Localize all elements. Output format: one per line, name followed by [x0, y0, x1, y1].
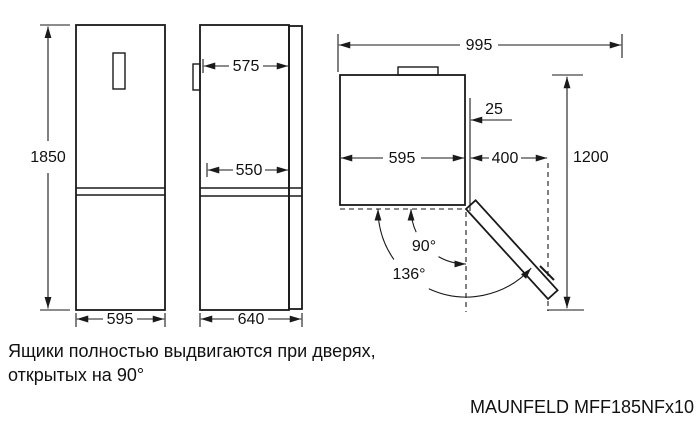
model-label: MAUNFELD MFF185NFx10 — [470, 397, 694, 417]
depth-1200-label: 1200 — [573, 149, 609, 166]
top-angle-136-dimension: 136° — [374, 208, 532, 298]
top-width-595-label: 595 — [389, 150, 416, 167]
overall-width-995-label: 995 — [466, 37, 493, 54]
caption: Ящики полностью выдвигаются при дверях, … — [8, 341, 376, 385]
door-swing-400-label: 400 — [492, 150, 519, 167]
top-cabinet-outline — [339, 74, 466, 206]
top-view-dashed-lines — [340, 163, 549, 312]
caption-line-2: открытых на 90° — [8, 365, 144, 385]
top-open-door — [464, 199, 559, 301]
top-view — [339, 66, 559, 301]
front-height-dimension: 1850 — [30, 24, 70, 311]
top-depth-1200-dimension: 1200 — [547, 74, 609, 311]
side-door-outline — [288, 25, 303, 310]
side-depth-575-label: 575 — [233, 58, 260, 75]
top-angle-90-dimension: 90° — [407, 208, 467, 268]
front-width-label: 595 — [107, 311, 134, 328]
front-cabinet-outline — [75, 24, 166, 311]
side-depth-640-dimension: 640 — [199, 311, 303, 328]
gap-25-label: 25 — [485, 101, 503, 118]
front-width-dimension: 595 — [75, 311, 166, 328]
side-depth-575-dimension: 575 — [202, 58, 289, 75]
top-width-595-dimension: 595 — [340, 150, 465, 167]
top-open-door-handle — [539, 265, 555, 281]
front-display-panel — [112, 52, 126, 90]
top-overall-width-dimension: 995 — [337, 34, 623, 72]
angle-90-label: 90° — [412, 238, 436, 255]
side-depth-550-label: 550 — [236, 162, 263, 179]
side-handle — [192, 63, 201, 91]
top-gap-25-dimension: 25 — [469, 98, 512, 211]
top-door-swing-400-dimension: 400 — [470, 150, 548, 167]
side-depth-550-dimension: 550 — [206, 162, 289, 179]
angle-136-label: 136° — [392, 266, 425, 283]
side-depth-640-label: 640 — [238, 311, 265, 328]
side-view — [192, 24, 303, 311]
caption-line-1: Ящики полностью выдвигаются при дверях, — [8, 341, 376, 361]
top-handle — [397, 66, 439, 76]
front-height-label: 1850 — [30, 149, 66, 166]
front-view — [75, 24, 166, 311]
